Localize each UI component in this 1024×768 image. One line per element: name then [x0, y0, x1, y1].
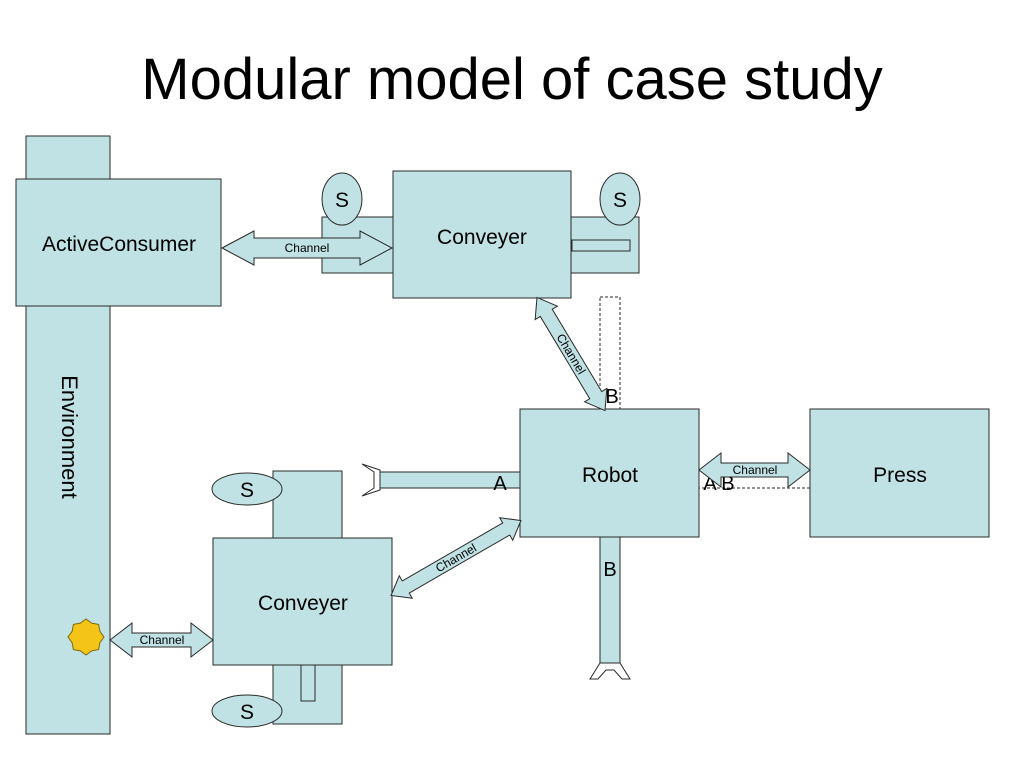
robot-label: Robot	[582, 464, 638, 487]
channel-robot-conveyer: Channel	[390, 517, 522, 599]
conveyer-bottom-belt-top	[272, 470, 343, 540]
environment-label: Environment	[57, 375, 82, 499]
channel-robot-press: Channel	[698, 451, 811, 489]
active-consumer-label: ActiveConsumer	[42, 233, 196, 256]
sensor-bottom-bottom	[211, 694, 283, 728]
conveyer-top-slot	[571, 239, 631, 252]
robot-arm-down	[599, 536, 621, 664]
conveyer-top-label: Conveyer	[437, 226, 527, 249]
star-icon	[67, 618, 105, 656]
channel-env-conveyer: Channel	[109, 621, 214, 659]
channel-conveyer-robot-label: Channel	[553, 331, 588, 377]
channel-consumer-conveyer: Channel	[220, 230, 394, 266]
conveyer-bottom-block	[212, 537, 393, 666]
channel-consumer-conveyer-label: Channel	[285, 241, 330, 255]
sensor-top-left	[321, 172, 363, 226]
sensor-top-right-label: S	[613, 189, 627, 212]
slide-title: Modular model of case study	[141, 47, 883, 112]
robot-gripper-down	[589, 662, 631, 680]
conveyer-bottom-slot	[300, 664, 316, 702]
arm-label-down: B	[603, 559, 616, 581]
press-block	[809, 408, 990, 538]
conveyer-bottom-label: Conveyer	[258, 592, 348, 615]
sensor-bottom-top	[211, 472, 283, 506]
robot-block	[519, 408, 700, 538]
channel-robot-press-label: Channel	[733, 463, 778, 477]
robot-gripper-left	[361, 463, 381, 497]
sensor-bottom-bottom-label: S	[240, 701, 254, 724]
conveyer-top-block	[392, 170, 572, 299]
channel-env-conveyer-label: Channel	[140, 633, 185, 647]
press-label: Press	[873, 464, 927, 487]
arm-label-up: B	[605, 386, 618, 408]
sensor-top-right	[599, 172, 641, 226]
active-consumer-block	[15, 178, 222, 307]
arm-label-left: A	[493, 473, 507, 495]
sensor-bottom-top-label: S	[240, 479, 254, 502]
channel-conveyer-robot: Channel	[534, 296, 608, 412]
sensor-top-left-label: S	[335, 189, 349, 212]
channel-robot-conveyer-label: Channel	[433, 541, 479, 575]
